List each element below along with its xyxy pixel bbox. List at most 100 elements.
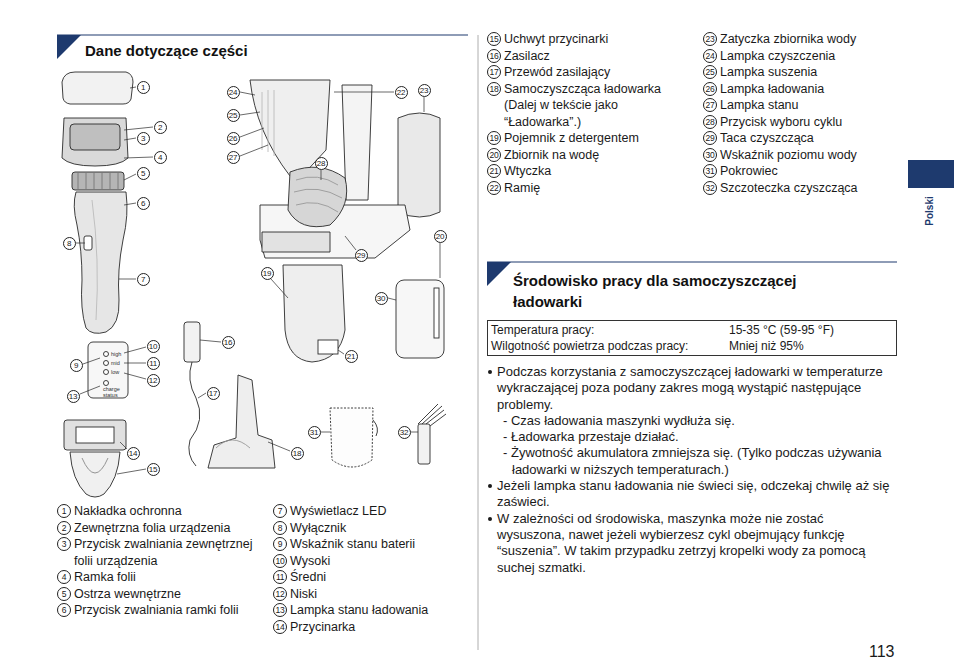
part-name: Szczoteczka czyszcząca	[720, 180, 858, 197]
parts-list-item: 6Przycisk zwalniania ramki folii	[57, 602, 267, 619]
part-name: Ramię	[504, 180, 540, 197]
note-text: - Czas ładowania maszynki wydłuża się.	[503, 413, 735, 428]
tab-label: Polski	[924, 191, 936, 231]
parts-list: 15Uchwyt przycinarki16Zasilacz17Przewód …	[487, 31, 692, 196]
callout-number: 32	[398, 426, 411, 439]
part-name: Wtyczka	[504, 163, 551, 180]
table-cell: Temperatura pracy:	[491, 322, 729, 338]
callout-number: 14	[127, 447, 140, 460]
section-heading: Środowisko pracy dla samoczyszczącej ład…	[513, 270, 843, 312]
callout-number: 12	[273, 587, 287, 601]
callout-number: 19	[487, 131, 501, 145]
callout-number: 30	[703, 148, 717, 162]
callout-number: 25	[703, 65, 717, 79]
bullet-dot	[488, 484, 492, 488]
part-name: Pojemnik z detergentem	[504, 130, 639, 147]
table-cell: 15-35 °C (59-95 °F)	[729, 322, 893, 338]
callout-number: 16	[222, 336, 235, 349]
callout-number: 5	[57, 587, 71, 601]
parts-list-item: 11Średni	[273, 569, 468, 586]
callout-number: 30	[375, 292, 388, 305]
parts-list-item: 18Samoczyszcząca ładowarka (Dalej w tekś…	[487, 81, 692, 131]
callout-number: 5	[137, 167, 150, 180]
spec-table: Temperatura pracy:15-35 °C (59-95 °F)Wil…	[487, 320, 897, 356]
part-name: Lampka stanu	[720, 97, 799, 114]
callout-number: 21	[345, 350, 358, 363]
callout-number: 32	[703, 181, 717, 195]
callout-number: 22	[487, 181, 501, 195]
parts-list-item: 10Wysoki	[273, 553, 468, 570]
callout-number: 16	[487, 49, 501, 63]
parts-list-item: 30Wskaźnik poziomu wody	[703, 147, 903, 164]
callout-number: 13	[67, 390, 80, 403]
part-name: Lampka suszenia	[720, 64, 817, 81]
callout-number: 18	[487, 82, 501, 96]
parts-list-item: 25Lampka suszenia	[703, 64, 903, 81]
parts-list-item: 26Lampka ładowania	[703, 81, 903, 98]
part-name: Wyświetlacz LED	[290, 503, 386, 520]
callout-number: 6	[57, 603, 71, 617]
callout-number: 19	[261, 267, 274, 280]
callout-number: 4	[57, 570, 71, 584]
callout-number: 31	[308, 426, 321, 439]
display-label: mid	[111, 360, 120, 366]
part-name: Uchwyt przycinarki	[504, 31, 608, 48]
part-name: Wysoki	[290, 553, 330, 570]
display-label: high	[111, 351, 121, 357]
note-item: - Czas ładowania maszynki wydłuża się.	[487, 413, 895, 429]
part-name: Nakładka ochronna	[74, 503, 182, 520]
callout-number: 26	[227, 132, 240, 145]
callout-number: 28	[315, 157, 328, 170]
callout-number: 20	[434, 230, 447, 243]
parts-list-item: 4Ramka folii	[57, 569, 267, 586]
parts-list: 23Zatyczka zbiornika wody24Lampka czyszc…	[703, 31, 903, 196]
parts-list-item: 12Niski	[273, 586, 468, 603]
callout-number: 2	[154, 121, 167, 134]
callout-number: 4	[154, 151, 167, 164]
parts-list-item: 27Lampka stanu	[703, 97, 903, 114]
callout-number: 25	[227, 109, 240, 122]
parts-list-item: 13Lampka stanu ładowania	[273, 602, 468, 619]
parts-list-item: 15Uchwyt przycinarki	[487, 31, 692, 48]
callout-number: 2	[57, 521, 71, 535]
note-item: Jeżeli lampka stanu ładowania nie świeci…	[487, 478, 895, 511]
column-divider	[478, 35, 479, 650]
parts-list-item: 20Zbiornik na wodę	[487, 147, 692, 164]
parts-list-item: 2Zewnętrzna folia urządzenia	[57, 520, 267, 537]
parts-list-item: 8Wyłącznik	[273, 520, 468, 537]
part-name: Przycisk wyboru cyklu	[720, 114, 842, 131]
callout-number: 13	[273, 603, 287, 617]
note-text: - Ładowarka przestaje działać.	[503, 429, 679, 444]
parts-list-item: 17Przewód zasilający	[487, 64, 692, 81]
part-name: Lampka ładowania	[720, 81, 824, 98]
callout-number: 26	[703, 82, 717, 96]
callout-number: 15	[147, 463, 160, 476]
callout-number: 12	[147, 374, 160, 387]
callout-number: 3	[57, 537, 71, 551]
part-name: Ostrza wewnętrzne	[74, 586, 181, 603]
parts-list-item: 32Szczoteczka czyszcząca	[703, 180, 903, 197]
callout-number: 18	[291, 447, 304, 460]
heading-rule	[57, 34, 468, 35]
part-name: Niski	[290, 586, 317, 603]
parts-list-item: 19Pojemnik z detergentem	[487, 130, 692, 147]
part-name: Średni	[290, 569, 326, 586]
callout-number: 11	[147, 357, 160, 370]
callout-number: 29	[703, 131, 717, 145]
table-cell: Mniej niż 95%	[729, 338, 893, 354]
parts-list-item: 31Pokrowiec	[703, 163, 903, 180]
parts-list-item: 22Ramię	[487, 180, 692, 197]
parts-list-item: 28Przycisk wyboru cyklu	[703, 114, 903, 131]
callout-number: 10	[273, 554, 287, 568]
part-name: Przycisk zwalniania zewnętrznej folii ur…	[74, 536, 267, 569]
callout-number: 6	[137, 197, 150, 210]
callout-number: 24	[703, 49, 717, 63]
callout-number: 7	[273, 504, 287, 518]
leader-lines	[76, 87, 440, 474]
callout-number: 20	[487, 148, 501, 162]
heading-marker	[57, 35, 81, 59]
parts-list-item: 14Przycinarka	[273, 619, 468, 636]
callout-number: 22	[395, 86, 408, 99]
callout-number: 21	[487, 164, 501, 178]
